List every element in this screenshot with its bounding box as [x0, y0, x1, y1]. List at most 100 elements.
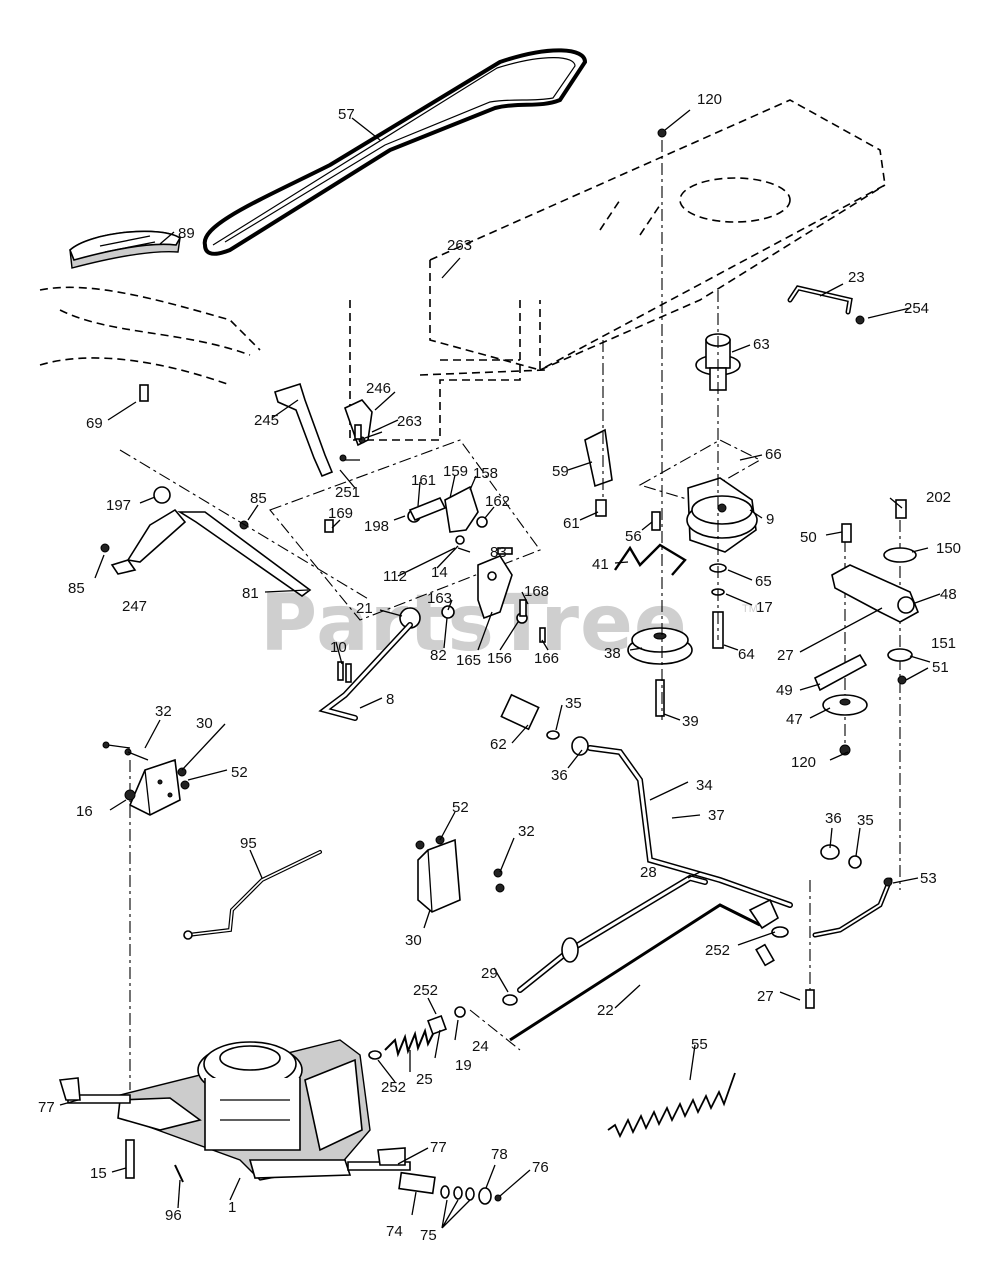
- label-30b: 30: [405, 932, 422, 949]
- label-75: 75: [420, 1227, 437, 1244]
- label-28: 28: [640, 864, 657, 881]
- crank-arm: [126, 508, 187, 563]
- label-14: 14: [431, 564, 448, 581]
- pto-clutch: [686, 477, 758, 553]
- label-52: 52: [231, 764, 248, 781]
- label-69: 69: [86, 415, 103, 432]
- bracket-158: [444, 485, 479, 533]
- label-78: 78: [491, 1146, 508, 1163]
- idler-pulley-38: [627, 627, 693, 665]
- label-25: 25: [416, 1071, 433, 1088]
- label-35b: 35: [857, 812, 874, 829]
- bracket-165: [477, 555, 513, 620]
- label-62: 62: [490, 736, 507, 753]
- label-76: 76: [532, 1159, 549, 1176]
- label-165: 165: [456, 652, 481, 669]
- bracket-49: [813, 653, 868, 692]
- label-21: 21: [356, 600, 373, 617]
- label-37: 37: [708, 807, 725, 824]
- label-10: 10: [330, 639, 347, 656]
- label-254: 254: [904, 300, 929, 317]
- label-63: 63: [753, 336, 770, 353]
- label-77b: 77: [430, 1139, 447, 1156]
- label-247: 247: [122, 598, 147, 615]
- leader-lines: [59, 109, 941, 1229]
- label-38: 38: [604, 645, 621, 662]
- label-169: 169: [328, 505, 353, 522]
- label-47: 47: [786, 711, 803, 728]
- frame-outline: [39, 99, 886, 441]
- part-labels: 57 120 89 263 23 254 63 246 69 245 263 6…: [38, 91, 961, 1244]
- transaxle: [58, 1039, 411, 1183]
- label-168: 168: [524, 583, 549, 600]
- label-89: 89: [178, 225, 195, 242]
- drive-belt: [202, 48, 588, 256]
- label-29: 29: [481, 965, 498, 982]
- label-34: 34: [696, 777, 713, 794]
- label-251: 251: [335, 484, 360, 501]
- label-27: 27: [777, 647, 794, 664]
- label-49: 49: [776, 682, 793, 699]
- label-32: 32: [155, 703, 172, 720]
- label-1: 1: [228, 1199, 236, 1216]
- label-120: 120: [697, 91, 722, 108]
- label-83: 83: [490, 544, 507, 561]
- label-85b: 85: [68, 580, 85, 597]
- label-252b: 252: [413, 982, 438, 999]
- label-61: 61: [563, 515, 580, 532]
- label-53: 53: [920, 870, 937, 887]
- label-202: 202: [926, 489, 951, 506]
- label-35: 35: [565, 695, 582, 712]
- label-158: 158: [473, 465, 498, 482]
- pedal-pad: [69, 230, 182, 269]
- label-74: 74: [386, 1223, 403, 1240]
- label-22: 22: [597, 1002, 614, 1019]
- label-77: 77: [38, 1099, 55, 1116]
- label-30: 30: [196, 715, 213, 732]
- label-57: 57: [338, 106, 355, 123]
- label-32b: 32: [518, 823, 535, 840]
- label-24: 24: [472, 1038, 489, 1055]
- label-263b: 263: [397, 413, 422, 430]
- bracket-30-left: [128, 758, 181, 816]
- label-162: 162: [485, 493, 510, 510]
- label-55: 55: [691, 1036, 708, 1053]
- label-36: 36: [551, 767, 568, 784]
- label-245: 245: [254, 412, 279, 429]
- watermark-trademark: TM: [742, 603, 758, 615]
- label-36b: 36: [825, 810, 842, 827]
- label-163: 163: [427, 590, 452, 607]
- label-81: 81: [242, 585, 259, 602]
- spring-25: [384, 1027, 436, 1058]
- label-52b: 52: [452, 799, 469, 816]
- label-252c: 252: [381, 1079, 406, 1096]
- label-8: 8: [386, 691, 394, 708]
- label-95: 95: [240, 835, 257, 852]
- label-64: 64: [738, 646, 755, 663]
- label-16: 16: [76, 803, 93, 820]
- watermark-text: PartsTree: [260, 579, 688, 669]
- label-9: 9: [766, 511, 774, 528]
- label-156: 156: [487, 650, 512, 667]
- label-17: 17: [756, 599, 773, 616]
- bracket-245: [274, 382, 334, 478]
- label-66: 66: [765, 446, 782, 463]
- label-59: 59: [552, 463, 569, 480]
- label-56: 56: [625, 528, 642, 545]
- label-150: 150: [936, 540, 961, 557]
- label-85: 85: [250, 490, 267, 507]
- bracket-59: [584, 428, 613, 488]
- label-41: 41: [592, 556, 609, 573]
- label-120b: 120: [791, 754, 816, 771]
- idler-arm-48: [831, 564, 920, 623]
- label-166: 166: [534, 650, 559, 667]
- label-198: 198: [364, 518, 389, 535]
- rod-22: [509, 903, 761, 1042]
- label-51: 51: [932, 659, 949, 676]
- label-15: 15: [90, 1165, 107, 1182]
- label-48: 48: [940, 586, 957, 603]
- label-39: 39: [682, 713, 699, 730]
- bracket-30-center: [417, 838, 461, 913]
- label-82: 82: [430, 647, 447, 664]
- label-151: 151: [931, 635, 956, 652]
